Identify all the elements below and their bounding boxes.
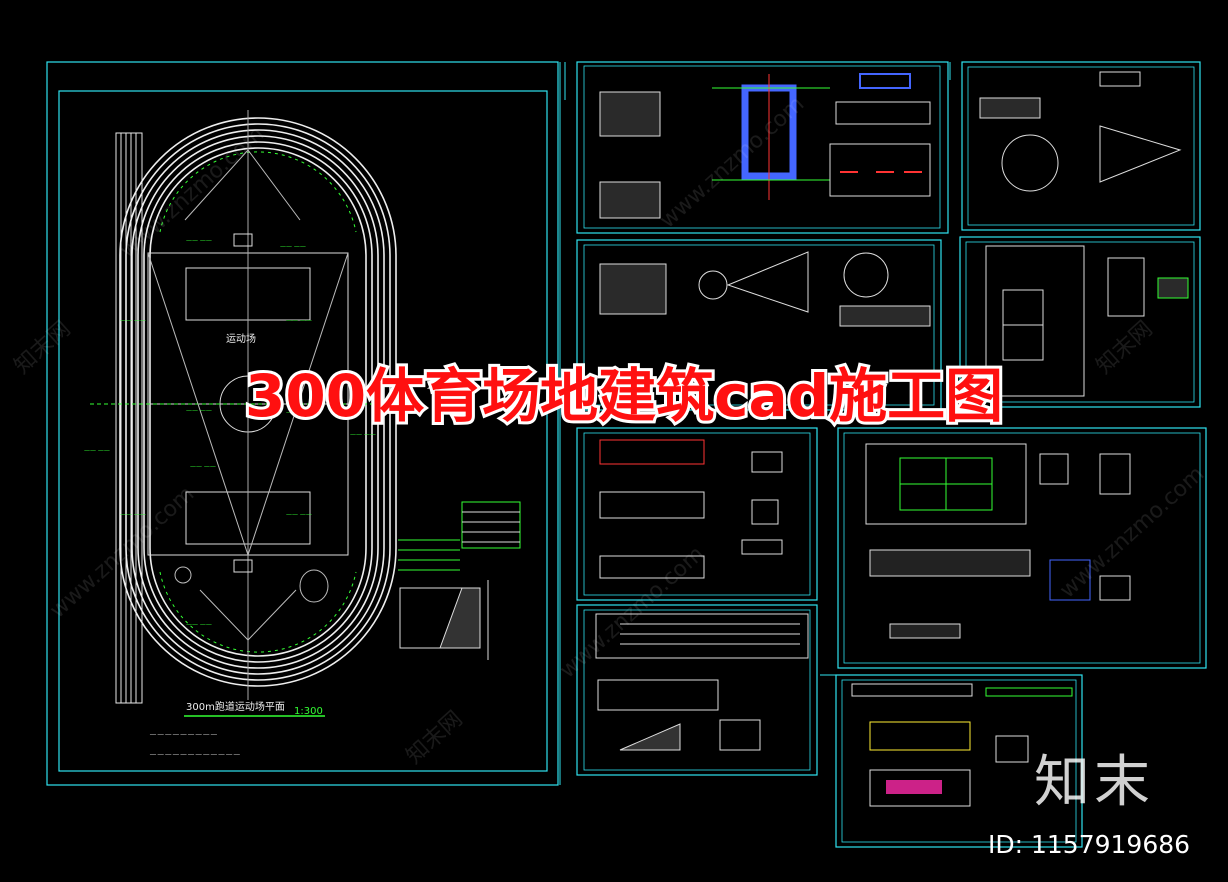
detail-sheet-h <box>835 674 1083 848</box>
detail-sheet-c <box>576 239 942 411</box>
infield <box>90 110 420 700</box>
throwing-sectors <box>174 149 329 641</box>
detail-sheet-g <box>576 604 818 776</box>
main-title: 300体育场地建筑cad施工图 <box>242 359 1006 433</box>
curve-marks <box>159 151 357 653</box>
brand-logo: 知末 <box>1034 750 1154 815</box>
running-track <box>119 117 397 687</box>
plan-scale: 1:300 <box>294 706 323 717</box>
dimension-labels: —— —— —— —— —— —— —— —— —— —— —— —— —— —… <box>84 237 376 628</box>
svg-text:—— ——: —— —— <box>120 511 146 518</box>
field-label: 运动场 <box>226 332 256 345</box>
svg-text:—— ——: —— —— <box>186 407 212 414</box>
track-plan-sheet: —— —— —— —— —— —— —— —— —— —— —— —— —— —… <box>46 61 559 786</box>
svg-text:── ── ── ── ── ── ── ── ──: ── ── ── ── ── ── ── ── ── <box>149 732 218 738</box>
detail-sheet-a <box>576 61 949 234</box>
detail-sheet-b <box>961 61 1201 231</box>
svg-text:── ── ── ── ── ── ── ── ── ──: ── ── ── ── ── ── ── ── ── ── ── ── <box>149 752 241 758</box>
svg-text:—— ——: —— —— <box>280 243 306 250</box>
plan-title: 300m跑道运动场平面 <box>186 700 285 713</box>
svg-text:—— ——: —— —— <box>286 317 312 324</box>
svg-text:—— ——: —— —— <box>190 463 216 470</box>
section-detail <box>398 501 521 660</box>
detail-sheet-d <box>959 236 1201 408</box>
detail-sheet-e <box>576 427 818 601</box>
svg-text:—— ——: —— —— <box>286 511 312 518</box>
svg-text:—— ——: —— —— <box>84 447 110 454</box>
svg-text:—— ——: —— —— <box>186 237 212 244</box>
brand-id: ID: 1157919686 <box>988 830 1191 859</box>
svg-text:—— ——: —— —— <box>186 621 212 628</box>
svg-text:—— ——: —— —— <box>286 409 312 416</box>
detail-sheet-f <box>837 427 1207 669</box>
svg-text:—— ——: —— —— <box>350 431 376 438</box>
svg-text:—— ——: —— —— <box>120 317 146 324</box>
